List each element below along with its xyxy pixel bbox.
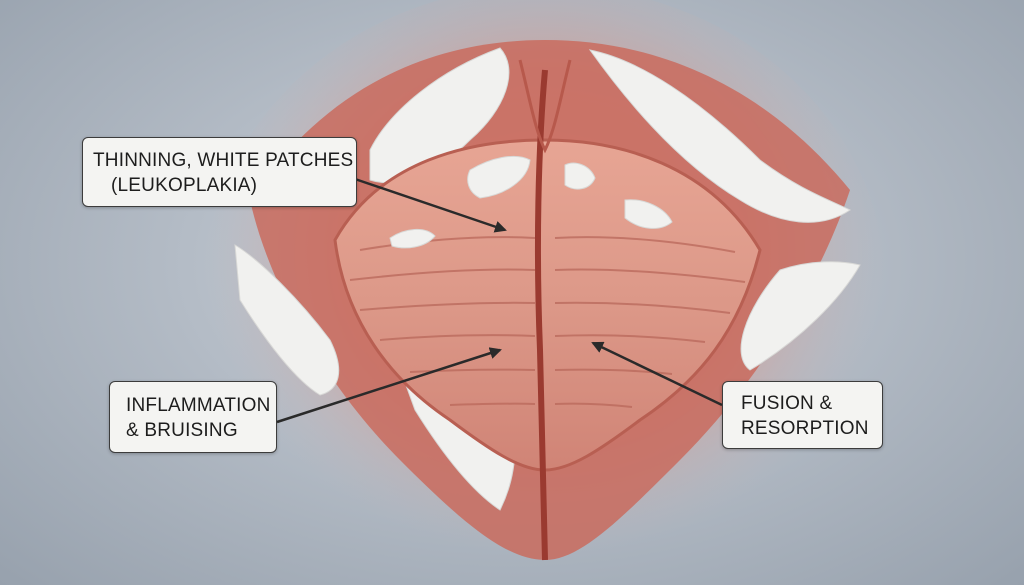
midline xyxy=(534,69,548,561)
callout-inflammation-line1: INFLAMMATION xyxy=(126,395,271,416)
tissue-folds xyxy=(349,236,746,408)
callout-fusion-line2: RESORPTION xyxy=(741,418,869,439)
callout-fusion: FUSION & RESORPTION xyxy=(722,381,883,449)
callout-inflammation: INFLAMMATION & BRUISING xyxy=(109,381,277,453)
callout-leukoplakia: THINNING, WHITE PATCHES (LEUKOPLAKIA) xyxy=(82,137,357,207)
callout-leukoplakia-line1: THINNING, WHITE PATCHES xyxy=(93,150,354,171)
callout-leukoplakia-line2: (LEUKOPLAKIA) xyxy=(111,175,258,196)
callout-fusion-line1: FUSION & xyxy=(741,393,833,414)
upper-fold xyxy=(518,59,572,154)
pointer-leukoplakia xyxy=(351,176,507,233)
pointer-fusion xyxy=(591,341,723,407)
callout-inflammation-line2: & BRUISING xyxy=(126,420,238,441)
pointer-inflammation xyxy=(276,347,502,424)
white-patches-inner xyxy=(389,155,673,249)
